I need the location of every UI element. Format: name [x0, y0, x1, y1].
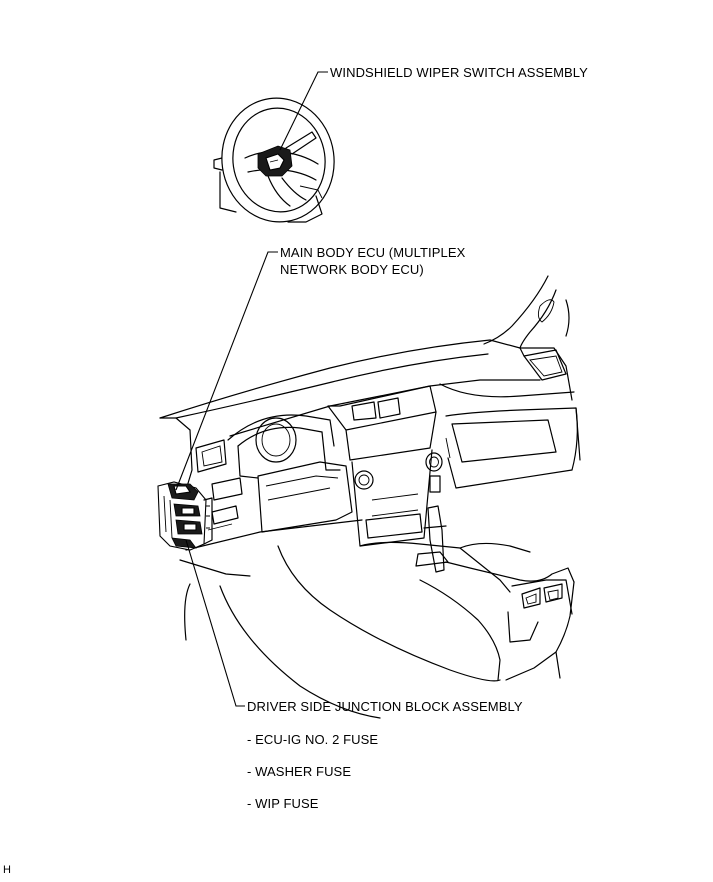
instrument-panel	[159, 275, 581, 719]
fuse-label-ecu-ig-no2: - ECU-IG NO. 2 FUSE	[247, 732, 379, 747]
main-body-ecu-label-line1: MAIN BODY ECU (MULTIPLEX	[280, 245, 466, 260]
ecu-leader-line	[175, 251, 278, 491]
figure-code: H	[3, 864, 11, 876]
fuse-label-washer: - WASHER FUSE	[247, 764, 352, 779]
wiper-switch-label: WINDSHIELD WIPER SWITCH ASSEMBLY	[330, 65, 588, 80]
main-body-ecu-junction-block	[157, 481, 213, 551]
fuse-label-wip: - WIP FUSE	[247, 796, 319, 811]
main-body-ecu-label-line2: NETWORK BODY ECU)	[280, 262, 424, 277]
junction-block-label: DRIVER SIDE JUNCTION BLOCK ASSEMBLY	[247, 699, 523, 714]
junction-block-leader-line	[185, 539, 245, 707]
steering-wheel-inset	[213, 71, 335, 223]
main-body-ecu-label: MAIN BODY ECU (MULTIPLEX NETWORK BODY EC…	[280, 244, 465, 278]
